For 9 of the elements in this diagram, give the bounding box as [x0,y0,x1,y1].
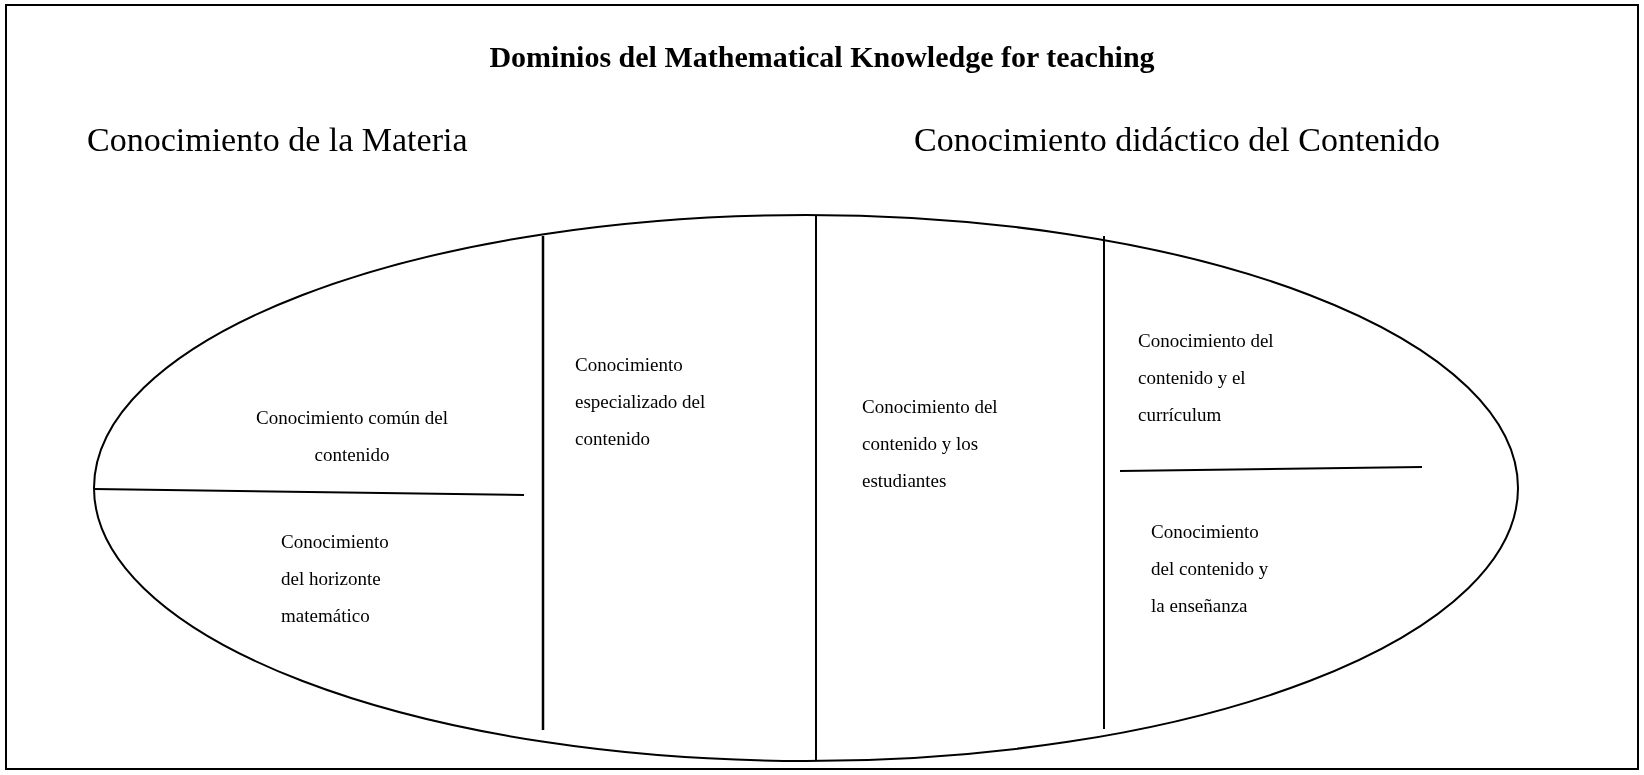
category-label: Conocimiento del contenido y los estudiantes [862,388,1022,499]
category-label: Conocimiento del contenido y la enseñanza [1151,513,1279,624]
category-label: Conocimiento especializado del contenido [575,346,735,457]
category-label: Conocimiento común del contenido [232,399,472,473]
section-heading: Conocimiento de la Materia [87,120,468,160]
category-label: Conocimiento del contenido y el currículum [1138,322,1298,433]
title: Dominios del Mathematical Knowledge for teaching [488,39,1156,75]
section-heading: Conocimiento didáctico del Contenido [914,120,1440,160]
category-label: Conocimiento del horizonte matemático [281,523,413,634]
